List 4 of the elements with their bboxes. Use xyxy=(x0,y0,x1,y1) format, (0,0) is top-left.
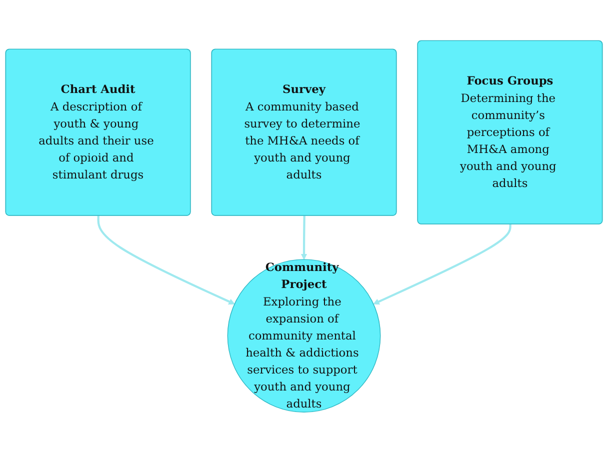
node-circle: Community Project Exploring the expansion of community mental health & addictions services to support youth and young adults xyxy=(227,259,381,412)
arrow xyxy=(300,216,308,260)
arrow xyxy=(97,216,235,304)
arrow xyxy=(373,224,512,304)
